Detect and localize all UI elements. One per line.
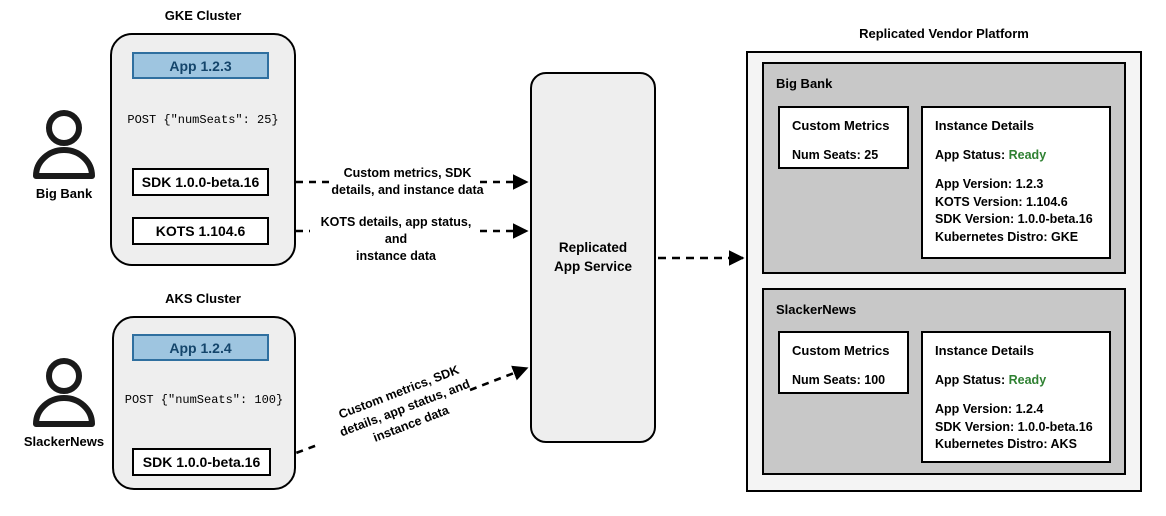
component-box-kots-gke[interactable]: KOTS 1.104.6 <box>132 217 269 245</box>
post-label-gke: POST {"numSeats": 25} <box>127 113 279 127</box>
status-badge-ready: Ready <box>1008 373 1047 387</box>
connector-label-kots-details: KOTS details, app status, and instance d… <box>310 214 482 265</box>
custom-metrics-row: Num Seats: 25 <box>792 148 879 162</box>
instance-detail-row: Kubernetes Distro: GKE <box>935 230 1079 244</box>
app-status-row: App Status: Ready <box>935 372 1097 390</box>
app-status-label: App Status: <box>935 373 1006 387</box>
instance-details-card-big-bank: Instance Details App Status: Ready App V… <box>921 106 1111 259</box>
tenant-name-slackernews: SlackerNews <box>776 302 857 317</box>
replicated-app-service-box[interactable]: Replicated App Service <box>530 72 656 443</box>
custom-metrics-card-slackernews: Custom Metrics Num Seats: 100 <box>778 331 909 394</box>
component-box-sdk-gke[interactable]: SDK 1.0.0-beta.16 <box>132 168 269 196</box>
service-label-line2: App Service <box>553 258 633 274</box>
post-label-aks: POST {"numSeats": 100} <box>124 393 284 407</box>
connector-label-line2: instance data <box>356 248 436 263</box>
person-icon-big-bank <box>33 110 95 179</box>
actor-label-big-bank: Big Bank <box>35 186 93 201</box>
cluster-title-aks: AKS Cluster <box>165 291 241 306</box>
tenant-name-big-bank: Big Bank <box>776 76 833 91</box>
component-box-sdk-aks[interactable]: SDK 1.0.0-beta.16 <box>132 448 271 476</box>
instance-details-card-slackernews: Instance Details App Status: Ready App V… <box>921 331 1111 463</box>
app-box-gke[interactable]: App 1.2.3 <box>132 52 269 79</box>
instance-detail-row: SDK Version: 1.0.0-beta.16 <box>935 212 1093 227</box>
custom-metrics-card-big-bank: Custom Metrics Num Seats: 25 <box>778 106 909 169</box>
actor-label-slackernews: SlackerNews <box>23 434 105 449</box>
app-status-row: App Status: Ready <box>935 147 1097 165</box>
service-label-line1: Replicated <box>558 240 628 256</box>
instance-detail-row: KOTS Version: 1.104.6 <box>935 194 1068 209</box>
connector-label-line1: Custom metrics, SDK <box>343 166 472 180</box>
connector-label-aks-telemetry: Custom metrics, SDK details, app status,… <box>317 354 494 462</box>
app-box-aks[interactable]: App 1.2.4 <box>132 334 269 361</box>
connector-label-line2: details, and instance data <box>331 182 484 197</box>
instance-detail-row: App Version: 1.2.4 <box>935 401 1044 416</box>
instance-detail-row: SDK Version: 1.0.0-beta.16 <box>935 419 1093 434</box>
custom-metrics-title: Custom Metrics <box>792 343 890 358</box>
person-icon-slackernews <box>33 358 95 427</box>
instance-detail-row: Kubernetes Distro: AKS <box>935 437 1077 452</box>
connector-label-line1: KOTS details, app status, and <box>320 215 472 246</box>
custom-metrics-title: Custom Metrics <box>792 118 890 133</box>
instance-details-title: Instance Details <box>935 343 1034 358</box>
app-status-label: App Status: <box>935 148 1006 162</box>
platform-title: Replicated Vendor Platform <box>859 26 1029 41</box>
custom-metrics-row: Num Seats: 100 <box>792 373 886 387</box>
connector-label-custom-metrics: Custom metrics, SDK details, and instanc… <box>330 165 485 199</box>
instance-detail-row: App Version: 1.2.3 <box>935 176 1044 191</box>
instance-details-title: Instance Details <box>935 118 1034 133</box>
status-badge-ready: Ready <box>1008 148 1047 162</box>
cluster-title-gke: GKE Cluster <box>164 8 242 23</box>
